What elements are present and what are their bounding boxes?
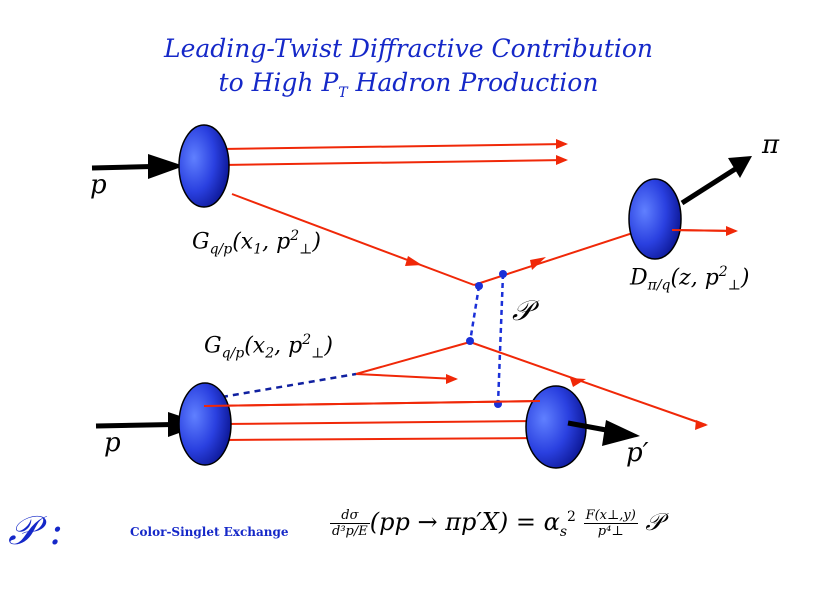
title-line-1: Leading-Twist Diffractive Contribution (163, 34, 654, 63)
pomeron-exchange-1 (468, 285, 481, 343)
quark-line-1 (231, 193, 475, 286)
pomeron-symbol: 𝒫 : (8, 508, 64, 554)
fragmentation-blob (628, 178, 682, 260)
label-p-prime: p′ (626, 438, 649, 468)
pomeron-exchange-2 (496, 273, 505, 405)
spectator-line-top-1 (221, 143, 567, 150)
vertex-dot-1 (475, 282, 483, 290)
label-D: Dπ/q(z, p2⊥) (630, 264, 750, 294)
spectator-line-bottom-2 (221, 420, 541, 425)
fraction-F: F(x⊥,y)p⁴⊥ (583, 508, 638, 539)
proton-blob-top (178, 124, 230, 208)
gluon-dashed (221, 372, 357, 399)
label-p-bottom: p (104, 428, 121, 458)
label-p-top: p (90, 170, 107, 200)
label-pomeron: 𝒫 (512, 294, 533, 327)
title-line-2: to High PT Hadron Production (218, 68, 599, 101)
vertex-dot-3 (466, 337, 474, 345)
quark-line-3 (355, 373, 457, 380)
proton-blob-bottom (178, 382, 232, 466)
quark-line-2-out (469, 341, 707, 426)
exchange-label: Color-Singlet Exchange (130, 525, 289, 539)
spectator-line-bottom-3 (221, 437, 541, 441)
vertex-dot-2 (499, 270, 507, 278)
label-G1: Gq/p(x1, p2⊥) (192, 228, 321, 258)
spectator-line-top-2 (221, 159, 567, 166)
label-G2: Gq/p(x2, p2⊥) (204, 332, 333, 362)
arrowhead-top (148, 154, 184, 179)
label-pi: π (762, 130, 780, 160)
quark-line-2 (355, 341, 471, 375)
pion-line (680, 163, 742, 206)
